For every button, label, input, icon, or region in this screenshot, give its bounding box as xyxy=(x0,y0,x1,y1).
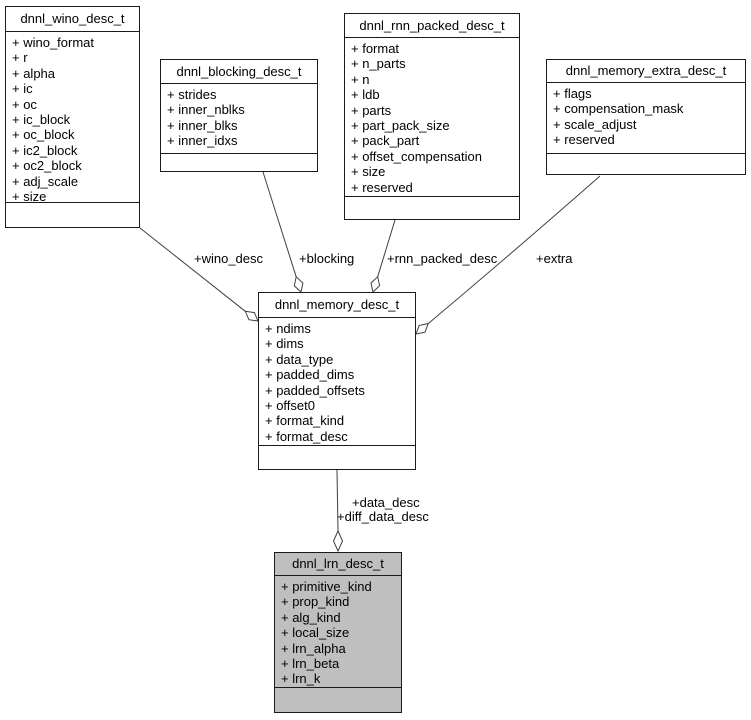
field-row: + format_kind xyxy=(265,413,345,429)
field-row: + size xyxy=(12,188,47,202)
edge-label-data-desc: +data_desc xyxy=(352,495,420,510)
field-row: + oc_block xyxy=(12,127,75,143)
field-row: + lrn_alpha xyxy=(281,640,346,656)
class-dnnl-wino-desc[interactable]: dnnl_wino_desc_t + wino_format + r + alp… xyxy=(5,6,140,228)
field-row: + oc xyxy=(12,96,37,112)
edge-label-diff-data-desc: +diff_data_desc xyxy=(337,509,429,524)
class-title[interactable]: dnnl_wino_desc_t xyxy=(6,7,139,32)
aggregation-diamond-rnn xyxy=(370,275,381,293)
edge-label-extra: +extra xyxy=(536,251,573,266)
field-row: + ic2_block xyxy=(12,142,78,158)
class-fields: + strides + inner_nblks + inner_blks + i… xyxy=(161,84,317,153)
class-empty-compartment xyxy=(345,196,519,219)
edge-wino-desc xyxy=(139,227,246,312)
field-row: + part_pack_size xyxy=(351,117,450,133)
field-row: + padded_offsets xyxy=(265,382,365,398)
field-row: + strides xyxy=(167,87,217,102)
aggregation-diamond-blocking xyxy=(293,275,304,293)
field-row: + compensation_mask xyxy=(553,101,684,117)
edge-label-blocking: +blocking xyxy=(299,251,355,266)
field-row: + alg_kind xyxy=(281,609,341,625)
class-empty-compartment xyxy=(161,153,317,171)
field-row: + offset_compensation xyxy=(351,148,482,164)
field-row: + ndims xyxy=(265,321,311,336)
edge-blocking xyxy=(262,171,297,277)
field-row: + reserved xyxy=(351,179,413,195)
field-row: + ic xyxy=(12,81,33,97)
class-title[interactable]: dnnl_blocking_desc_t xyxy=(161,60,317,84)
class-fields: + format + n_parts + n + ldb + parts + p… xyxy=(345,38,519,196)
class-fields: + ndims + dims + data_type + padded_dims… xyxy=(259,318,415,445)
class-fields: + flags + compensation_mask + scale_adju… xyxy=(547,83,745,153)
field-row: + prop_kind xyxy=(281,594,350,610)
field-row: + size xyxy=(351,164,386,180)
aggregation-diamond-data-desc xyxy=(332,529,344,553)
field-row: + format xyxy=(351,41,400,56)
class-dnnl-memory-extra-desc[interactable]: dnnl_memory_extra_desc_t + flags + compe… xyxy=(546,59,746,175)
field-row: + wino_format xyxy=(12,35,95,50)
aggregation-diamond-extra xyxy=(415,322,429,335)
edge-rnn-packed-desc xyxy=(377,219,396,277)
edge-label-rnn-packed-desc: +rnn_packed_desc xyxy=(387,251,498,266)
field-row: + padded_dims xyxy=(265,367,355,383)
field-row: + offset0 xyxy=(265,397,315,413)
class-empty-compartment xyxy=(547,153,745,174)
field-row: + format_desc xyxy=(265,428,348,444)
field-row: + n_parts xyxy=(351,56,406,72)
field-row: + ldb xyxy=(351,87,380,103)
aggregation-diamond-wino xyxy=(244,310,259,322)
field-row: + flags xyxy=(553,86,592,101)
field-row: + inner_blks xyxy=(167,117,238,133)
class-title[interactable]: dnnl_memory_extra_desc_t xyxy=(547,60,745,83)
field-row: + r xyxy=(12,50,28,66)
class-empty-compartment xyxy=(6,202,139,227)
field-row: + scale_adjust xyxy=(553,116,637,132)
edge-label-wino-desc: +wino_desc xyxy=(194,251,264,266)
class-empty-compartment xyxy=(259,445,415,469)
class-dnnl-blocking-desc[interactable]: dnnl_blocking_desc_t + strides + inner_n… xyxy=(160,59,318,172)
field-row: + adj_scale xyxy=(12,173,79,189)
field-row: + n xyxy=(351,71,370,87)
field-row: + inner_idxs xyxy=(167,133,238,149)
class-dnnl-lrn-desc[interactable]: dnnl_lrn_desc_t + primitive_kind + prop_… xyxy=(274,552,402,713)
class-title[interactable]: dnnl_lrn_desc_t xyxy=(275,553,401,576)
field-row: + lrn_beta xyxy=(281,655,340,671)
class-title[interactable]: dnnl_memory_desc_t xyxy=(259,293,415,318)
field-row: + primitive_kind xyxy=(281,579,372,594)
field-row: + inner_nblks xyxy=(167,102,245,118)
class-empty-compartment xyxy=(275,687,401,712)
class-dnnl-rnn-packed-desc[interactable]: dnnl_rnn_packed_desc_t + format + n_part… xyxy=(344,13,520,220)
field-row: + lrn_k xyxy=(281,671,321,687)
field-row: + parts xyxy=(351,102,392,118)
field-row: + dims xyxy=(265,336,304,352)
field-row: + ic_block xyxy=(12,111,71,127)
field-row: + pack_part xyxy=(351,133,420,149)
field-row: + alpha xyxy=(12,65,56,81)
field-row: + reserved xyxy=(553,132,615,148)
field-row: + data_type xyxy=(265,351,334,367)
class-dnnl-memory-desc[interactable]: dnnl_memory_desc_t + ndims + dims + data… xyxy=(258,292,416,470)
field-row: + oc2_block xyxy=(12,158,82,174)
class-title[interactable]: dnnl_rnn_packed_desc_t xyxy=(345,14,519,38)
class-fields: + wino_format + r + alpha + ic + oc + ic… xyxy=(6,32,139,202)
class-fields: + primitive_kind + prop_kind + alg_kind … xyxy=(275,576,401,687)
field-row: + local_size xyxy=(281,625,350,641)
